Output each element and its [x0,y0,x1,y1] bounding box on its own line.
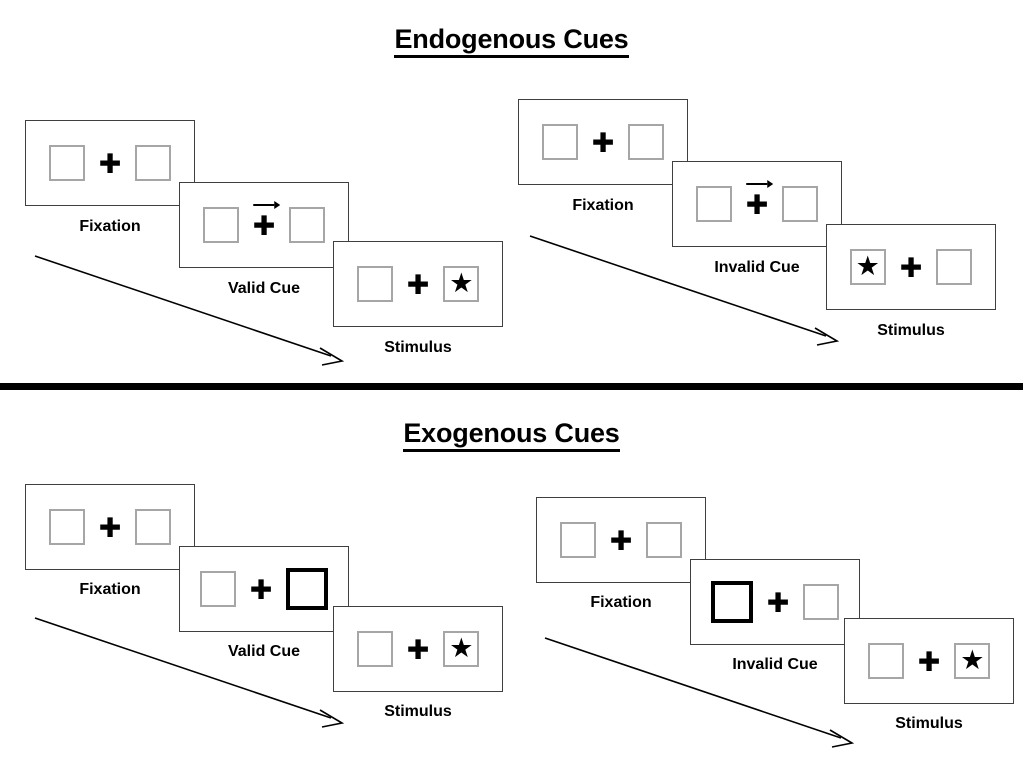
star-target-icon: ★ [960,644,985,676]
fixation-cross-icon: ✚ [253,200,281,240]
star-target-icon: ★ [855,250,880,282]
stage-label-exogenous-valid-stimulus: Stimulus [384,703,452,720]
frame-endogenous-invalid-stimulus[interactable]: ★ ✚ [826,224,996,310]
stage-label-endogenous-valid-stimulus: Stimulus [384,339,452,356]
frame-endogenous-valid-stimulus[interactable]: ✚ ★ [333,241,503,327]
placeholder-box-right [628,124,665,160]
section-title-endogenous: Endogenous Cues [0,24,1023,58]
frame-endogenous-valid-fixation[interactable]: ✚ [25,120,195,206]
frame-content: ✚ [710,581,840,623]
fixation-cross-icon: ✚ [899,252,923,284]
frame-exogenous-invalid-fixation[interactable]: ✚ [536,497,706,583]
fixation-cross-icon: ✚ [917,646,941,678]
frame-content: ✚ ★ [867,643,991,679]
section-title-exogenous: Exogenous Cues [0,418,1023,452]
stage-label-endogenous-valid-fixation: Fixation [79,218,141,235]
frame-content: ✚ [559,522,683,558]
frame-exogenous-valid-cue[interactable]: ✚ [179,546,349,632]
star-target-icon: ★ [449,632,474,664]
flow-arrow-endogenous-valid [34,255,345,366]
arrow-right-icon [746,179,774,188]
arrow-right-icon [253,200,281,209]
placeholder-box-right-target: ★ [954,643,991,679]
fixation-cross-icon: ✚ [609,525,633,557]
section-title-endogenous-text: Endogenous Cues [394,24,629,58]
frame-exogenous-valid-fixation[interactable]: ✚ [25,484,195,570]
cue-box-right-highlighted [286,568,329,610]
placeholder-box-right [135,509,172,545]
placeholder-box-left-target: ★ [849,249,886,285]
frame-exogenous-invalid-stimulus[interactable]: ✚ ★ [844,618,1014,704]
frame-content: ✚ [695,179,819,222]
frame-content: ✚ [202,200,326,243]
section-divider [0,383,1023,390]
placeholder-box-left [541,124,578,160]
fixation-cross-icon: ✚ [406,634,430,666]
fixation-cross-icon: ✚ [591,127,615,159]
placeholder-box-right-target: ★ [443,631,480,667]
stage-label-exogenous-invalid-cue: Invalid Cue [732,656,818,673]
stage-label-endogenous-invalid-cue: Invalid Cue [714,259,800,276]
stage-label-endogenous-invalid-fixation: Fixation [572,197,634,214]
placeholder-box-right [782,186,819,222]
fixation-cross-icon: ✚ [406,269,430,301]
placeholder-box-right [803,584,840,620]
stage-label-exogenous-valid-cue: Valid Cue [227,643,301,660]
frame-exogenous-invalid-cue[interactable]: ✚ [690,559,860,645]
star-target-icon: ★ [449,267,474,299]
placeholder-box-left [695,186,732,222]
frame-content: ✚ [48,145,172,181]
placeholder-box-left [356,266,393,302]
stage-label-exogenous-invalid-fixation: Fixation [590,594,652,611]
flow-arrow-exogenous-invalid [544,637,855,748]
frame-content: ✚ [48,509,172,545]
placeholder-box-left [48,145,85,181]
fixation-cross-icon: ✚ [98,512,122,544]
stage-label-exogenous-valid-fixation: Fixation [79,581,141,598]
placeholder-box-left [867,643,904,679]
stage-label-endogenous-valid-cue: Valid Cue [227,280,301,297]
frame-content: ✚ [541,124,665,160]
fixation-cross-icon: ✚ [766,587,790,619]
placeholder-box-right [289,207,326,243]
placeholder-box-right [646,522,683,558]
frame-endogenous-invalid-cue[interactable]: ✚ [672,161,842,247]
stage-label-exogenous-invalid-stimulus: Stimulus [895,715,963,732]
placeholder-box-left [559,522,596,558]
frame-exogenous-valid-stimulus[interactable]: ✚ ★ [333,606,503,692]
frame-endogenous-invalid-fixation[interactable]: ✚ [518,99,688,185]
cue-box-left-highlighted [710,581,753,623]
frame-endogenous-valid-cue[interactable]: ✚ [179,182,349,268]
frame-content: ✚ ★ [356,266,480,302]
fixation-cross-icon: ✚ [746,179,774,219]
placeholder-box-left [356,631,393,667]
section-title-exogenous-text: Exogenous Cues [403,418,620,452]
frame-content: ✚ ★ [356,631,480,667]
placeholder-box-right-target: ★ [443,266,480,302]
flow-arrow-endogenous-invalid [529,235,840,346]
frame-content: ✚ [199,568,329,610]
frame-content: ★ ✚ [849,249,973,285]
flow-arrow-exogenous-valid [34,617,345,728]
placeholder-box-right [135,145,172,181]
placeholder-box-left [48,509,85,545]
placeholder-box-left [199,571,236,607]
fixation-cross-icon: ✚ [249,574,273,606]
placeholder-box-left [202,207,239,243]
fixation-cross-icon: ✚ [98,148,122,180]
stage-label-endogenous-invalid-stimulus: Stimulus [877,322,945,339]
placeholder-box-right [936,249,973,285]
